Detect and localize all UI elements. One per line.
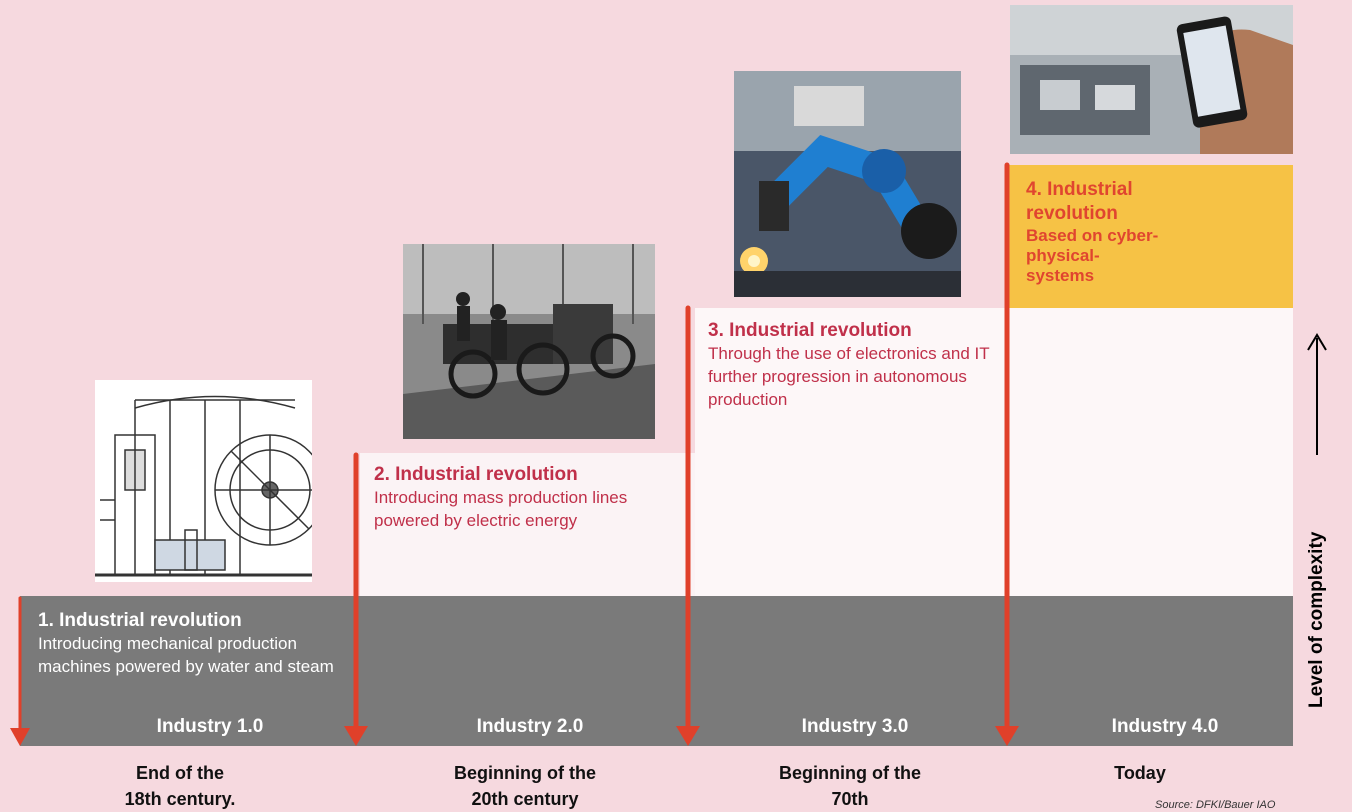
date-industry-2-line1: Beginning of the [454, 763, 596, 783]
stage3-card: 3. Industrial revolution Through the use… [708, 319, 1006, 411]
base-band [20, 596, 1293, 746]
stage3-description: Through the use of electronics and IT fu… [708, 344, 990, 409]
stage4-description-line3: systems [1026, 266, 1095, 285]
label-industry-3: Industry 3.0 [801, 716, 909, 737]
date-industry-4: Today [1055, 760, 1225, 786]
date-industry-1-line1: End of the [136, 763, 224, 783]
date-industry-2: Beginning of the 20th century [410, 760, 640, 812]
stage1-description: Introducing mechanical production machin… [38, 634, 334, 676]
stage4-panel [1005, 308, 1293, 596]
label-industry-2: Industry 2.0 [476, 716, 584, 737]
stage4-title-line1: 4. Industrial [1026, 179, 1133, 200]
date-industry-4-line1: Today [1114, 763, 1166, 783]
date-industry-3: Beginning of the 70th [735, 760, 965, 812]
assembly-line-photo [403, 244, 655, 439]
stage4-card: 4. Industrial revolution Based on cyber-… [1026, 178, 1276, 286]
date-industry-3-line2: 70th [831, 789, 869, 809]
source-note: Source: DFKI/Bauer IAO [1155, 799, 1276, 811]
date-industry-1: End of the 18th century. [75, 760, 285, 812]
complexity-axis-label: Level of complexity [1306, 531, 1327, 708]
stage2-description: Introducing mass production lines powere… [374, 488, 628, 530]
stage3-title: 3. Industrial revolution [708, 320, 912, 341]
industrial-robot-photo [734, 71, 961, 297]
date-industry-1-line2: 18th century. [124, 789, 236, 809]
stage4-description-line2: physical- [1026, 246, 1100, 265]
date-industry-2-line2: 20th century [471, 789, 579, 809]
stage3-panel [695, 308, 1005, 596]
date-industry-3-line1: Beginning of the [779, 763, 921, 783]
steam-engine-image [95, 380, 312, 582]
stage4-highlight-panel [1005, 165, 1293, 308]
stage4-description-line1: Based on cyber- [1026, 226, 1159, 245]
stage4-title-line2: revolution [1026, 203, 1118, 224]
stage2-title: 2. Industrial revolution [374, 464, 578, 485]
smartphone-photo [1010, 5, 1293, 154]
stage2-panel [360, 453, 695, 596]
stage1-title: 1. Industrial revolution [38, 610, 242, 631]
label-industry-1: Industry 1.0 [156, 716, 264, 737]
stage1-card: 1. Industrial revolution Introducing mec… [38, 609, 348, 678]
stage2-card: 2. Industrial revolution Introducing mas… [374, 463, 664, 532]
label-industry-4: Industry 4.0 [1111, 716, 1219, 737]
